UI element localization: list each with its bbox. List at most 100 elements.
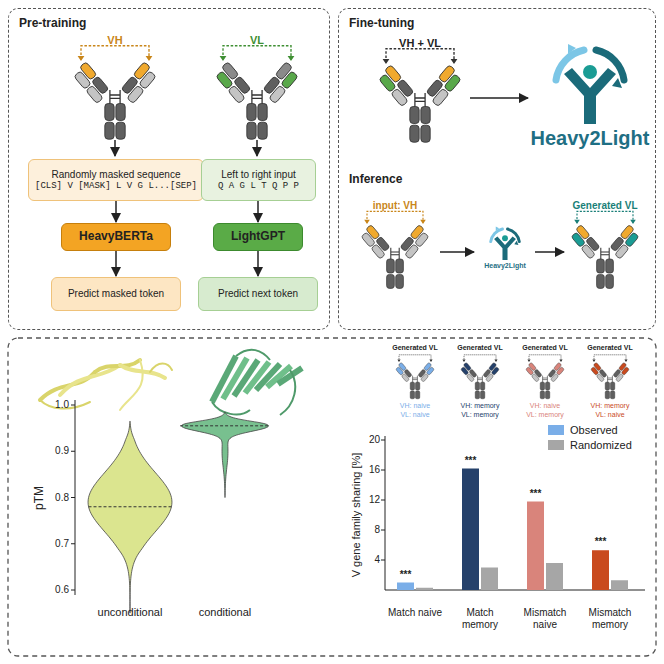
logo-head (502, 235, 508, 241)
significance-mark: *** (530, 488, 542, 500)
bracket-head (397, 360, 432, 362)
domain (269, 85, 286, 103)
domain (391, 88, 408, 106)
constant-domain (597, 274, 605, 288)
constant-domain (258, 122, 267, 139)
tick (71, 497, 75, 498)
box-label: Randomly masked sequence (52, 169, 181, 181)
constant-domain (396, 259, 404, 273)
bracket-head (220, 56, 295, 61)
tick-label: 4 (374, 554, 380, 566)
ribbon (120, 360, 143, 410)
bracket-line (529, 355, 561, 361)
domain (139, 71, 156, 89)
legend-swatch (548, 440, 564, 450)
domain (466, 373, 474, 382)
group-label: VL: memory (526, 411, 564, 419)
logo-arc (496, 227, 499, 231)
bracket-line (577, 211, 633, 222)
antibody (525, 355, 566, 399)
group-label: VH: memory (461, 402, 500, 410)
constant-domain (247, 104, 256, 121)
logo-text: Heavy2Light (484, 262, 526, 270)
panel-title: Fine-tuning (349, 17, 414, 31)
constant-domain (540, 391, 544, 399)
tick-label: 16 (369, 464, 380, 476)
domain (444, 74, 461, 92)
process-box: Predict masked token (51, 277, 181, 311)
panel: Pre-trainingRandomly masked sequence[CLS… (8, 8, 330, 330)
constant-domain (258, 104, 267, 121)
bracket-line (594, 355, 626, 361)
region-bracket (397, 355, 432, 362)
flow-arrow (256, 140, 258, 156)
constant-domain (116, 104, 125, 121)
constant-domain (597, 259, 605, 273)
bar-randomized (546, 563, 563, 590)
hinge (413, 376, 418, 382)
fab-arm (460, 362, 479, 382)
constant-domain (105, 122, 114, 139)
fab-arm (417, 362, 436, 382)
category-label: Mismatch memory (579, 607, 641, 630)
category-label: Match naive (384, 607, 446, 619)
region-bracket (592, 355, 627, 362)
tick (71, 543, 75, 544)
region-label: Generated VL (587, 344, 633, 352)
bar-observed (397, 583, 414, 591)
tick-label: 20 (369, 434, 380, 446)
constant-domain (410, 107, 419, 124)
fab-arm (398, 225, 430, 260)
domain (616, 373, 624, 382)
bar-randomized (611, 580, 628, 590)
median-line (180, 425, 270, 426)
tick-label: 0.8 (55, 492, 69, 504)
box-label: Predict next token (218, 288, 298, 300)
region-label: Generated VL (522, 344, 568, 352)
constant-domain (105, 104, 114, 121)
constant-domain (387, 274, 395, 288)
constant-domain (540, 382, 544, 390)
tick-label: 0.7 (55, 538, 69, 550)
tick (381, 530, 385, 531)
box-label: Predict masked token (68, 288, 164, 300)
group-label: VH: memory (591, 402, 630, 410)
box-label: LightGPT (231, 230, 285, 244)
protein-structure-unconditional (40, 360, 172, 410)
bracket-line (223, 46, 291, 60)
domain (405, 244, 419, 259)
box-body: Q A G L T Q P P (218, 181, 299, 191)
flow-arrow (257, 251, 259, 276)
antibody (460, 355, 501, 399)
domain (615, 244, 629, 259)
fab-arm (612, 362, 631, 382)
constant-domain (415, 382, 419, 390)
significance-mark: *** (465, 455, 477, 467)
constant-domain (410, 382, 414, 390)
region-label: VL (250, 34, 264, 47)
logo-body (494, 237, 516, 261)
domain (461, 367, 469, 376)
fab-arm (525, 362, 544, 382)
group-label: VL: memory (461, 411, 499, 419)
process-box: Left to right inputQ A G L T Q P P (201, 159, 316, 201)
significance-mark: *** (400, 569, 412, 581)
fab-arm (482, 362, 501, 382)
region-label: input: VH (373, 200, 417, 212)
box-body: [CLS] V [MASK] L V G L...[SEP] (35, 181, 197, 191)
fab-arm (569, 225, 601, 260)
axis-title: pTM (33, 486, 47, 510)
constant-domain (410, 125, 419, 142)
domain (371, 244, 385, 259)
logo-body (564, 68, 616, 124)
domain (396, 367, 404, 376)
fab-arm (608, 225, 640, 260)
bar-randomized (481, 568, 498, 591)
domain (216, 71, 233, 89)
flow-arrow (257, 201, 259, 222)
logo-arc (514, 241, 518, 245)
tick-label: 0.9 (55, 446, 69, 458)
constant-domain (610, 382, 614, 390)
